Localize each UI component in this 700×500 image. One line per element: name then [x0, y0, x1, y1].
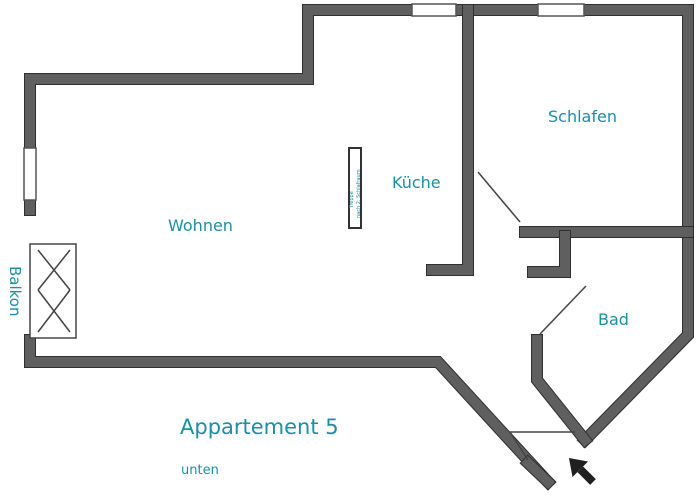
door-schlafen	[477, 171, 521, 223]
doors	[477, 171, 587, 461]
exterior-walls	[24, 4, 694, 491]
window-top-right	[537, 3, 585, 17]
balcony	[29, 243, 77, 339]
stair-note-line2: nach 2. Schlafraum	[356, 169, 362, 218]
room-label-schlafen: Schlafen	[548, 107, 617, 126]
interior-walls	[426, 4, 694, 449]
staircase-box	[348, 147, 362, 229]
room-label-bad: Bad	[598, 310, 629, 329]
caption-title: Appartement 5	[180, 415, 339, 439]
window-top-left	[411, 3, 457, 17]
staircase: Treppe nach 2. Schlafraum	[348, 147, 362, 229]
door-bad	[539, 285, 587, 335]
caption-subtitle: unten	[181, 463, 219, 478]
entrance-arrow-icon	[568, 457, 596, 485]
room-label-balkon: Balkon	[6, 266, 24, 317]
window-left	[23, 147, 37, 201]
room-label-wohnen: Wohnen	[168, 216, 233, 235]
windows	[23, 3, 585, 201]
stair-note-line1: Treppe	[349, 191, 355, 209]
room-label-kueche: Küche	[392, 173, 441, 192]
